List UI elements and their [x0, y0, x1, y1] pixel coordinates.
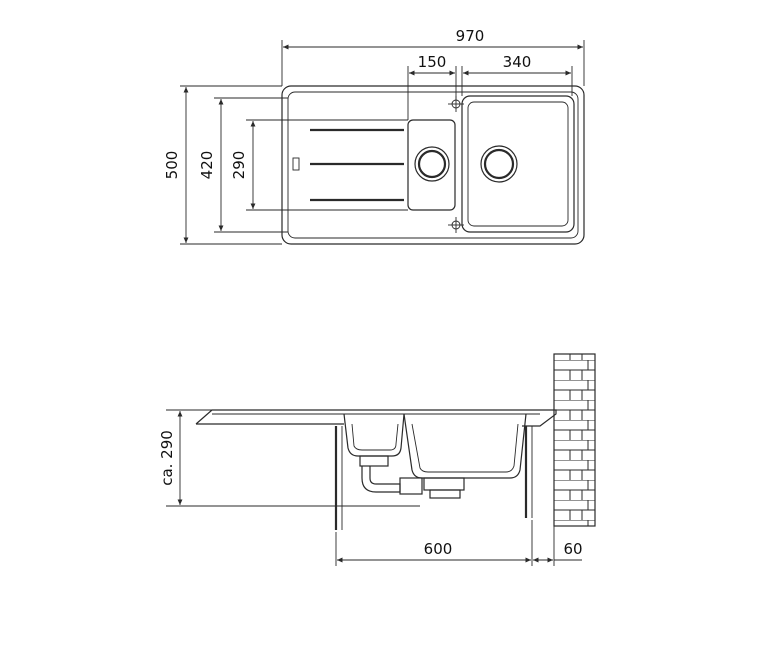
dimension-label-installed-depth: ca. 290	[158, 430, 176, 486]
large-bowl	[461, 95, 575, 233]
brick-wall	[553, 353, 596, 527]
tap-hole-mark	[448, 217, 464, 233]
worktop	[195, 409, 557, 427]
side-view: ca. 290 600 60	[158, 353, 596, 566]
dimension-label-bowl-depth: 290	[230, 151, 248, 180]
large-bowl-inner	[467, 101, 569, 227]
waste-pipe	[359, 455, 465, 499]
sink-inner-outline	[287, 91, 579, 239]
large-bowl-drain	[480, 145, 518, 183]
dimension-label-cabinet-width: 600	[424, 540, 453, 558]
dimension-label-large-bowl: 340	[503, 53, 532, 71]
sink-outline	[281, 85, 585, 245]
dimension-label-inner-depth: 420	[198, 151, 216, 180]
small-bowl	[407, 119, 456, 211]
dimension-label-small-bowl: 150	[418, 53, 447, 71]
dimension-label-depth: 500	[163, 151, 181, 180]
top-view: 970 150 340 500 420 290	[163, 27, 585, 245]
overflow-slot	[292, 157, 300, 171]
small-bowl-drain	[414, 146, 450, 182]
dimension-label-wall-offset: 60	[563, 540, 582, 558]
dimension-label-width: 970	[456, 27, 485, 45]
large-bowl-section	[403, 413, 527, 479]
